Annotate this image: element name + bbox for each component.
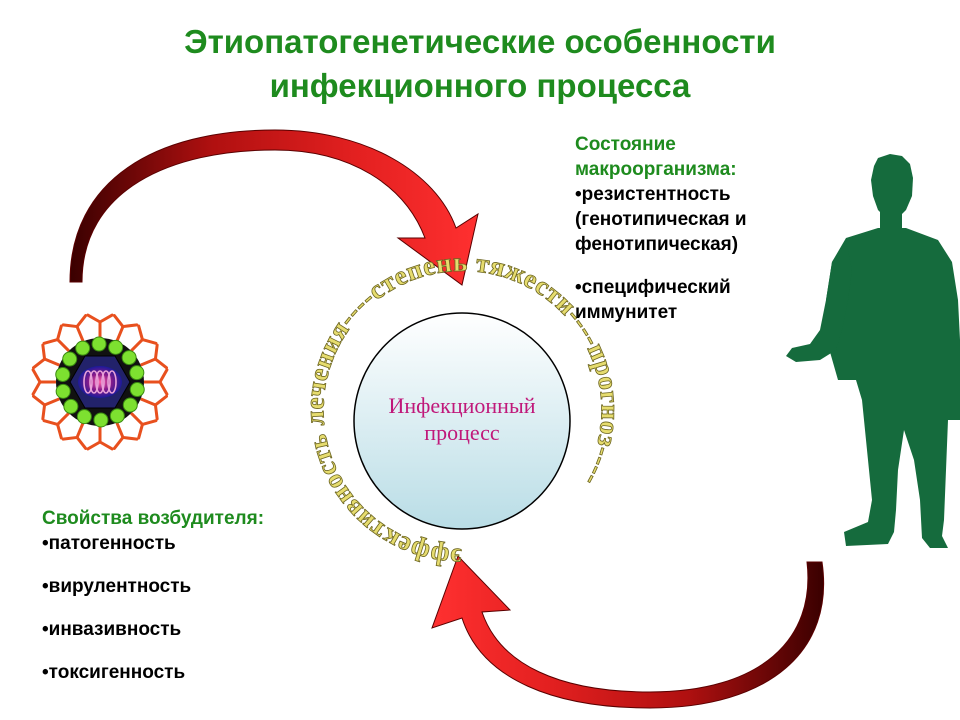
virus-spike-branch — [41, 403, 47, 421]
virus-spike — [75, 325, 85, 342]
virus-spike-branch — [158, 368, 169, 384]
center-circle — [353, 312, 571, 530]
virus-bead — [91, 336, 107, 352]
virus-spike-branch — [75, 314, 88, 329]
virus-bead — [108, 339, 124, 355]
virus-bead — [75, 340, 91, 356]
virus-spike-branch — [153, 357, 168, 370]
pathogen-item-1: •патогенность — [42, 533, 176, 554]
title-line-2: инфекционного процесса — [269, 67, 691, 104]
virus-bead — [63, 398, 79, 414]
virus-spike-branch — [153, 394, 168, 407]
virus-bead — [62, 351, 78, 367]
virus-spike-branch — [112, 435, 125, 450]
host-heading-line-1: Состояние — [575, 134, 676, 155]
virus-spike — [140, 357, 157, 367]
virus-spike — [115, 422, 125, 439]
virus-spike-branch — [137, 422, 144, 440]
virus-spike-branch — [32, 394, 47, 407]
virus-spike-branch — [61, 435, 79, 441]
host-item-2-line-1: •специфический — [575, 277, 731, 298]
top-arrow-icon — [69, 129, 479, 286]
title-line-1: Этиопатогенетические особенности — [184, 23, 776, 60]
virus-bead — [129, 365, 145, 381]
virus-spike-branch — [140, 419, 158, 426]
bottom-arrow-icon — [431, 555, 824, 709]
page-title: Этиопатогенетические особенности инфекци… — [0, 20, 960, 108]
pathogen-item-4: •токсигенность — [42, 662, 186, 683]
pathogen-item-3: •инвазивность — [42, 619, 182, 640]
virus-spike — [130, 338, 144, 352]
virus-bead — [93, 412, 109, 428]
virus-spike-branch — [42, 419, 60, 426]
virus-spike-branch — [158, 380, 169, 396]
virus-icon — [31, 313, 169, 451]
virus-spike-branch — [32, 357, 47, 370]
virus-spike-branch — [98, 313, 114, 324]
virus-bead — [55, 366, 71, 382]
host-item-1-line-2: (генотипическая и — [575, 209, 747, 230]
virus-spike-branch — [86, 440, 102, 451]
virus-bead — [129, 382, 145, 398]
virus-spike-branch — [31, 368, 42, 384]
virus-spike — [130, 412, 144, 426]
virus-spike-branch — [86, 313, 102, 324]
virus-bead — [122, 397, 138, 413]
virus-spike-branch — [75, 435, 88, 450]
center-label-line-1: Инфекционный — [388, 393, 535, 418]
virus-spike — [56, 412, 70, 426]
virus-bead — [121, 350, 137, 366]
host-item-1-line-1: •резистентность — [575, 184, 731, 205]
virus-bead — [76, 409, 92, 425]
host-heading-line-2: макроорганизма: — [575, 159, 737, 180]
virus-spike — [75, 422, 85, 439]
human-silhouette-icon — [786, 154, 960, 548]
virus-bead — [55, 383, 71, 399]
virus-spike — [43, 397, 60, 407]
virus-spike-branch — [31, 380, 42, 396]
host-state-block: Состояние макроорганизма: •резистентност… — [575, 132, 835, 325]
virus-spike-branch — [137, 324, 144, 342]
pathogen-properties-block: Свойства возбудителя: •патогенность •вир… — [42, 506, 362, 685]
virus-spike — [43, 357, 60, 367]
virus-spike-branch — [56, 422, 63, 440]
virus-spike — [115, 325, 125, 342]
virus-spike-branch — [41, 343, 47, 361]
virus-spike-branch — [121, 435, 139, 441]
virus-spike-branch — [42, 338, 60, 345]
virus-spike-branch — [112, 314, 125, 329]
pathogen-heading: Свойства возбудителя: — [42, 508, 265, 529]
host-item-1-line-3: фенотипическая) — [575, 234, 739, 255]
center-label-line-2: процесс — [424, 420, 500, 445]
virus-spike — [56, 338, 70, 352]
virus-spike-branch — [56, 324, 63, 342]
virus-spike-branch — [153, 403, 159, 421]
virus-spike-branch — [98, 440, 114, 451]
host-item-2-line-2: иммунитет — [575, 302, 678, 323]
pathogen-item-2: •вирулентность — [42, 576, 192, 597]
virus-bead — [109, 408, 125, 424]
virus-spike-branch — [140, 338, 158, 345]
virus-spike-branch — [121, 323, 139, 329]
virus-spike-branch — [61, 323, 79, 329]
virus-spike — [140, 397, 157, 407]
virus-spike-branch — [153, 343, 159, 361]
